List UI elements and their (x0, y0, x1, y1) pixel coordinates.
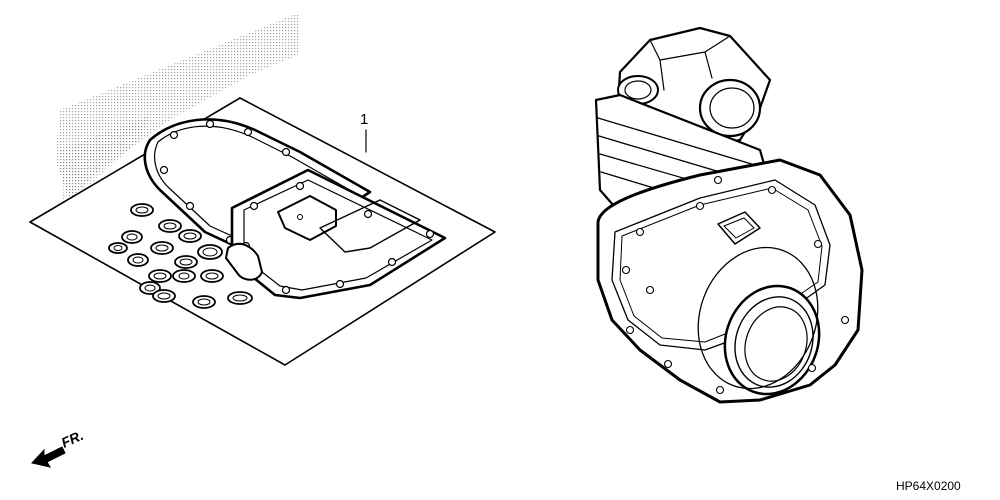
drawing-code: HP64X0200 (896, 479, 961, 493)
engine-icon (594, 26, 864, 404)
front-arrow-icon (31, 446, 66, 468)
callout-number: 1 (360, 111, 368, 128)
gasket-kit-icon (29, 97, 496, 366)
front-label: FR. (59, 427, 86, 451)
stipple-shadow (55, 12, 300, 200)
